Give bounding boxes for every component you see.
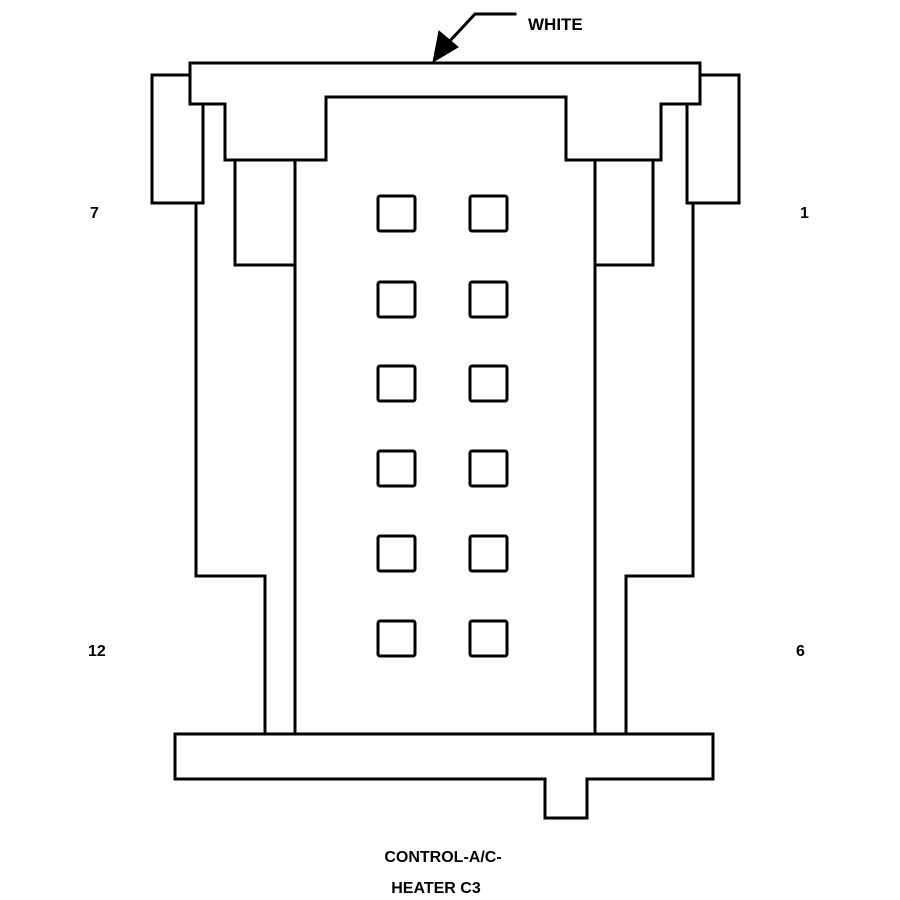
left-outer-wall: [194, 201, 267, 736]
connector-body: [150, 61, 741, 820]
connector-caption-line1: CONTROL-A/C-: [384, 849, 501, 866]
bottom-base: [173, 732, 715, 820]
cavity: [468, 449, 509, 488]
cavity-grid: [376, 194, 509, 658]
connector-color-label: WHITE: [528, 15, 583, 34]
right-inner-bracket: [593, 158, 655, 267]
cavity: [376, 449, 417, 488]
cavity: [468, 619, 509, 658]
cavity: [376, 534, 417, 573]
cavity: [376, 280, 417, 319]
cavity: [468, 364, 509, 403]
top-header: [188, 61, 702, 162]
pin-label-top-left: 7: [90, 205, 99, 222]
pin-label-top-right: 1: [800, 205, 809, 222]
callout-leader-line: [444, 12, 517, 47]
cavity: [468, 194, 509, 233]
cavity: [468, 534, 509, 573]
cavity: [468, 280, 509, 319]
callout-arrowhead-icon: [432, 30, 459, 64]
right-outer-wall: [624, 201, 695, 736]
connector-caption-line2: HEATER C3: [391, 880, 481, 897]
cavity: [376, 194, 417, 233]
pin-label-bottom-right: 6: [796, 643, 805, 660]
cavity: [376, 619, 417, 658]
right-latch-tab: [685, 73, 741, 205]
pin-label-bottom-left: 12: [88, 643, 106, 660]
left-latch-tab: [150, 73, 205, 205]
cavity: [376, 364, 417, 403]
left-inner-bracket: [233, 158, 297, 267]
color-callout: WHITE: [432, 12, 583, 64]
